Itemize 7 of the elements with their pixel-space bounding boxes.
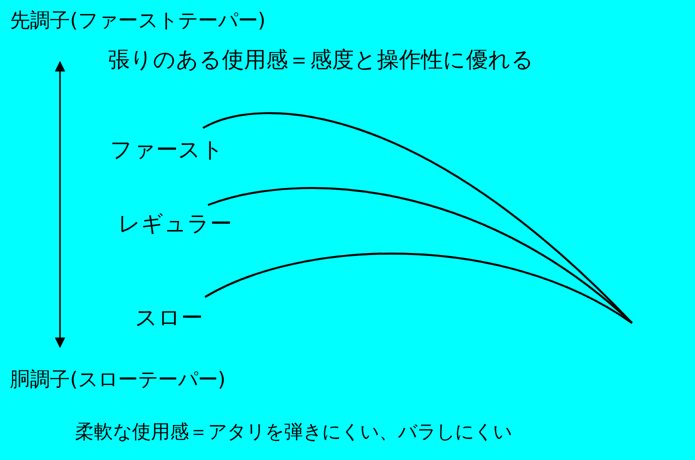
curve-label: ファースト xyxy=(110,138,224,164)
heading: 胴調子(スローテーパー) xyxy=(10,367,226,391)
heading: 先調子(ファーストテーパー) xyxy=(10,8,266,32)
description-text: 張りのある使用感＝感度と操作性に優れる xyxy=(108,48,534,74)
description-text: 柔軟な使用感＝アタリを弾きにくい、バラしにくい xyxy=(75,421,512,444)
curve-label: レギュラー xyxy=(118,212,232,238)
curve-label: スロー xyxy=(135,306,203,332)
